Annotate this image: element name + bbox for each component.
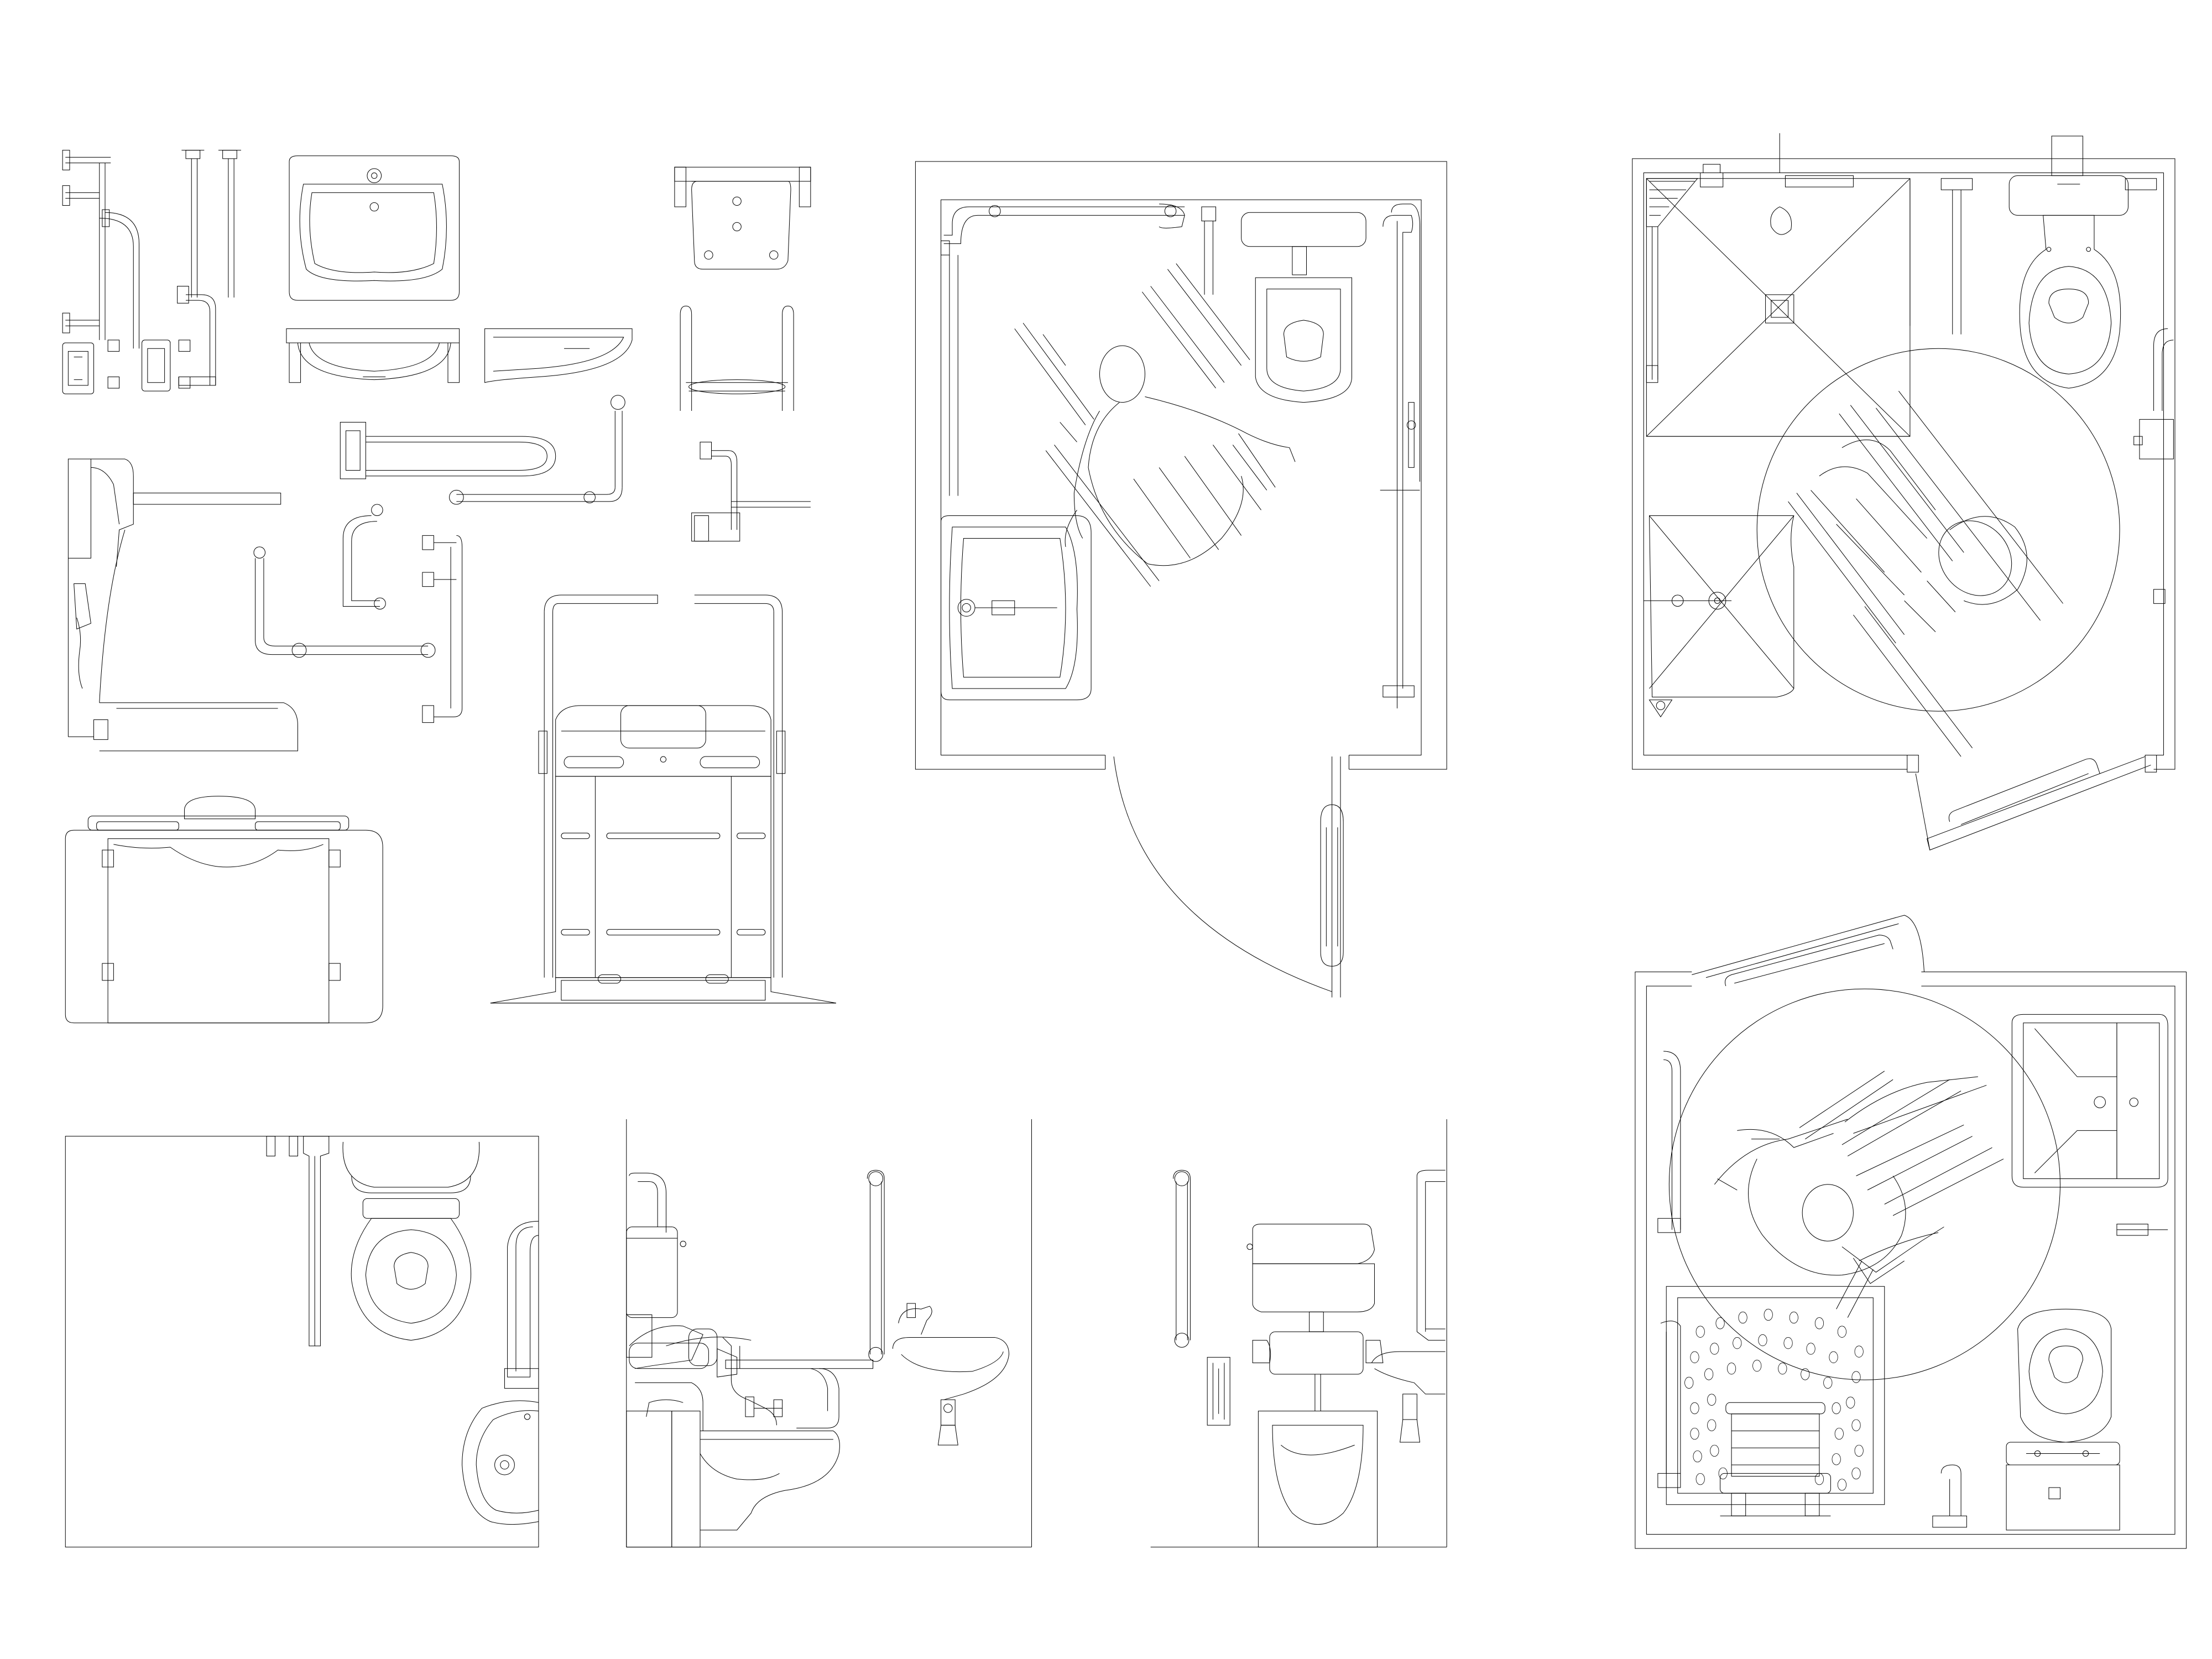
fold-down-shower-seat-elevation xyxy=(680,306,794,411)
wash-basin-plan xyxy=(289,156,459,300)
changing-bench-plan xyxy=(2012,1014,2168,1187)
wheelchair-user-figure-shower xyxy=(1788,391,2063,757)
wc-side-view xyxy=(65,1136,539,1547)
shower-tray-small xyxy=(1644,516,1794,717)
grab-bar-with-shelf xyxy=(692,442,811,541)
fold-down-shower-seat-plan xyxy=(675,167,811,269)
wc-side-elevation xyxy=(627,1119,1032,1547)
wc-pan-plan-shower-room xyxy=(2009,136,2128,388)
horizontal-grab-bar xyxy=(254,547,435,658)
shower-tray-bathroom xyxy=(1658,1286,1885,1516)
wash-basin-plan-bottom xyxy=(462,1401,539,1525)
wc-front-elevation xyxy=(1151,1119,1447,1547)
wc-pan-plan-bottom xyxy=(343,1142,479,1340)
walk-in-shower-tray xyxy=(1646,164,1910,436)
hinged-grab-bar-plan xyxy=(340,422,555,478)
wc-pan-plan-bathroom xyxy=(2006,1309,2120,1530)
wash-basin-elevation-side xyxy=(893,1303,1009,1445)
accessible-shower-room-plan xyxy=(1632,133,2175,850)
wall-bracket-plan xyxy=(62,340,190,394)
wc-pan-side-elevation xyxy=(68,459,298,751)
wc-pan-with-grab-bars-plan xyxy=(65,796,383,1023)
wash-basin-front-elevation xyxy=(286,328,460,382)
wheelchair-turning-circle xyxy=(1757,348,2120,711)
wheelchair-user-figure-bathroom xyxy=(1714,1071,2004,1318)
vertical-grab-rail xyxy=(422,535,462,722)
wheelchair-turning-circle-bathroom xyxy=(1669,989,2060,1380)
u-shaped-grab-handle xyxy=(343,504,385,609)
wheelchair-user-figure xyxy=(1015,264,1295,587)
vertical-grab-bar-elevation xyxy=(62,150,139,349)
wheelchair-accessible-bath-plan xyxy=(491,595,836,1003)
wash-basin-side-elevation xyxy=(485,328,632,382)
wash-basin-plan-small xyxy=(941,516,1092,700)
door-swing-arc xyxy=(1114,757,1332,992)
fixture-library xyxy=(62,150,836,1023)
accessible-wc-plan xyxy=(915,161,1447,998)
support-leg-posts xyxy=(178,150,241,385)
l-shaped-grab-bar xyxy=(450,395,625,504)
shower-spray-pattern xyxy=(1685,1309,1864,1490)
wc-pan-plan xyxy=(1241,212,1366,402)
accessible-bathroom-plan xyxy=(1635,915,2187,1548)
